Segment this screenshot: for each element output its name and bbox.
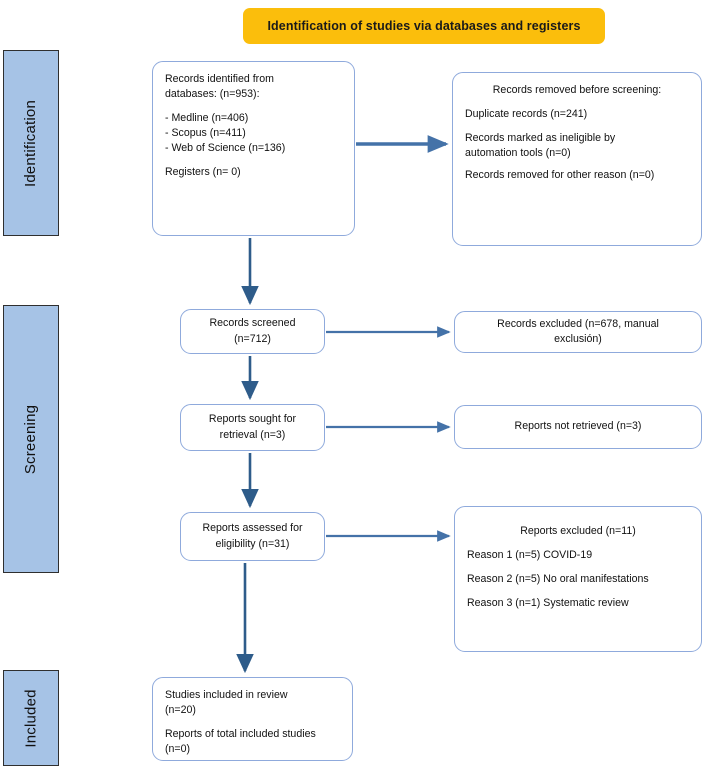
records-screened-count: (n=712): [234, 332, 271, 345]
stage-label-screening: Screening: [3, 305, 59, 573]
records-excluded-line2: exclusión): [554, 333, 602, 345]
reports-assessed-count: eligibility (n=31): [215, 537, 290, 550]
box-studies-included: Studies included in review (n=20) Report…: [152, 677, 353, 761]
box-reports-excluded: Reports excluded (n=11) Reason 1 (n=5) C…: [454, 506, 702, 652]
reports-not-retrieved-label: Reports not retrieved (n=3): [514, 420, 642, 433]
spacer: [165, 102, 342, 111]
reports-sought-count: retrieval (n=3): [219, 428, 286, 441]
records-identified-heading: Records identified from: [165, 73, 274, 85]
removed-other-reason: Records removed for other reason (n=0): [465, 169, 655, 182]
source-item-web-of-science: - Web of Science (n=136): [165, 142, 286, 155]
stage-label-screening-text: Screening: [22, 404, 40, 474]
spacer: [467, 517, 689, 524]
records-excluded-line1: Records excluded (n=678, manual: [497, 317, 659, 330]
source-list: - Medline (n=406) - Scopus (n=411) - Web…: [165, 111, 342, 156]
spacer: [465, 98, 689, 107]
box-records-screened: Records screened (n=712): [180, 309, 325, 354]
box-reports-not-retrieved: Reports not retrieved (n=3): [454, 405, 702, 449]
duplicate-records: Duplicate records (n=241): [465, 108, 588, 121]
reports-excluded-heading: Reports excluded (n=11): [520, 525, 636, 537]
reports-assessed-label: Reports assessed for: [202, 522, 303, 535]
spacer: [465, 122, 689, 131]
source-item-scopus: - Scopus (n=411): [165, 127, 246, 140]
spacer: [467, 587, 689, 596]
records-removed-heading: Records removed before screening:: [492, 84, 662, 96]
exclusion-reason-2: Reason 2 (n=5) No oral manifestations: [467, 573, 649, 586]
stage-label-included: Included: [3, 670, 59, 766]
ineligible-automation-line2: automation tools (n=0): [465, 147, 571, 160]
records-screened-label: Records screened: [209, 317, 296, 330]
stage-label-identification: Identification: [3, 50, 59, 236]
records-identified-subheading: databases: (n=953):: [165, 88, 260, 101]
stage-label-identification-text: Identification: [22, 99, 40, 187]
banner-title: Identification of studies via databases …: [267, 19, 581, 33]
reports-of-included-studies-count: (n=0): [165, 743, 191, 756]
spacer: [465, 161, 689, 168]
source-item-medline: - Medline (n=406): [165, 112, 249, 125]
stage-label-included-text: Included: [22, 688, 40, 748]
exclusion-reason-1: Reason 1 (n=5) COVID-19: [467, 549, 593, 562]
box-records-identified: Records identified from databases: (n=95…: [152, 61, 355, 236]
reports-sought-label: Reports sought for: [208, 413, 297, 426]
spacer: [467, 563, 689, 572]
studies-included-label: Studies included in review: [165, 689, 288, 701]
box-records-excluded: Records excluded (n=678, manual exclusió…: [454, 311, 702, 353]
box-records-removed-before-screening: Records removed before screening: Duplic…: [452, 72, 702, 246]
reports-of-included-studies-label: Reports of total included studies: [165, 728, 316, 741]
spacer: [165, 718, 340, 727]
studies-included-count: (n=20): [165, 704, 196, 717]
box-reports-sought-for-retrieval: Reports sought for retrieval (n=3): [180, 404, 325, 451]
registers-count: Registers (n= 0): [165, 166, 241, 179]
spacer: [467, 539, 689, 548]
ineligible-automation-line1: Records marked as ineligible by: [465, 132, 616, 145]
spacer: [165, 156, 342, 165]
diagram-banner: Identification of studies via databases …: [243, 8, 605, 44]
exclusion-reason-3: Reason 3 (n=1) Systematic review: [467, 597, 629, 610]
box-reports-assessed-for-eligibility: Reports assessed for eligibility (n=31): [180, 512, 325, 561]
